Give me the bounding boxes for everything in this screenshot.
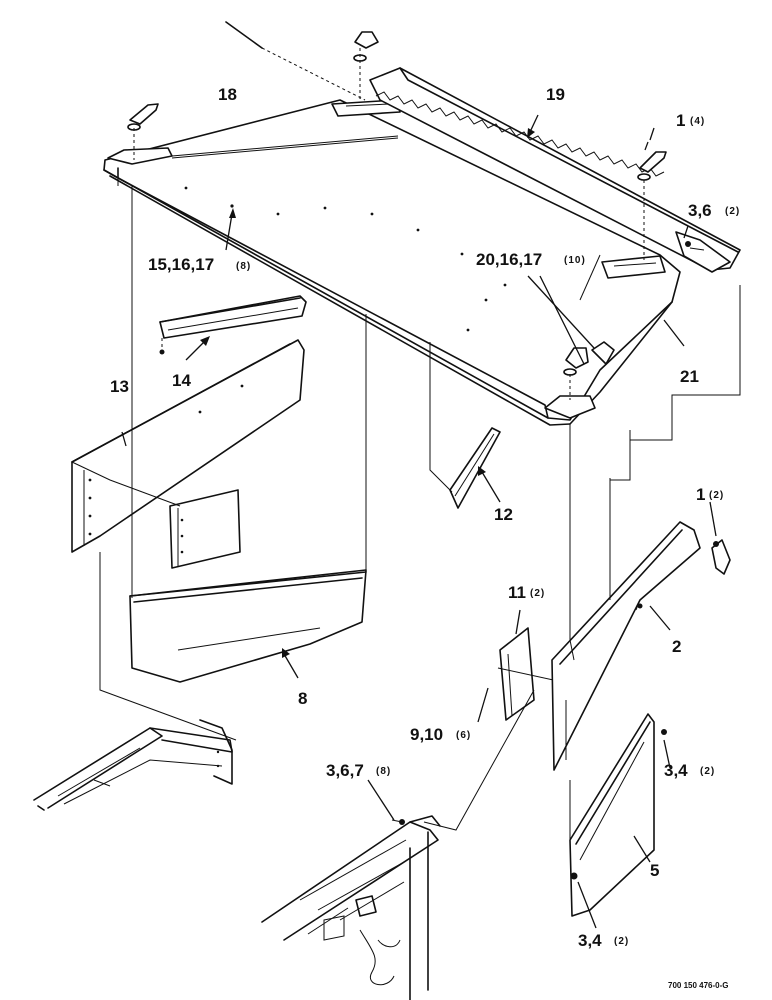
leader-lines: [121, 114, 717, 929]
callout-20-16-17-qty: (10): [564, 255, 586, 266]
lower-panel-8: [129, 569, 367, 683]
clip-1-right: [711, 539, 731, 575]
callout-9-10: 9,10: [410, 725, 443, 744]
callout-3-4-a: 3,4: [664, 761, 688, 780]
callout-2: 2: [672, 637, 681, 656]
callout-5: 5: [650, 861, 659, 880]
callout-11: 11: [508, 583, 526, 602]
side-panel-13: [71, 339, 305, 553]
callout-21: 21: [680, 367, 699, 386]
clip-1-top-center: [353, 31, 379, 100]
callout-8: 8: [298, 689, 307, 708]
callout-3-4-b-qty: (2): [614, 936, 629, 947]
frame-left: [33, 719, 233, 811]
callout-9-10-qty: (6): [456, 730, 471, 741]
callout-13: 13: [110, 377, 129, 396]
bracket-12: [449, 427, 501, 509]
callout-11-qty: (2): [530, 588, 545, 599]
callout-3-6-7: 3,6,7: [326, 761, 364, 780]
callout-12: 12: [494, 505, 513, 524]
reference-lines: [71, 178, 741, 840]
callout-15-16-17: 15,16,17: [148, 255, 214, 274]
bracket-14: [159, 295, 307, 355]
callout-3-6: 3,6: [688, 201, 712, 220]
shaft-18: [225, 21, 263, 49]
serrated-strip-19: [369, 67, 741, 273]
callout-14: 14: [172, 371, 191, 390]
plate-13b: [169, 489, 241, 569]
clip-1-top-right: [637, 151, 667, 260]
frame-center: [261, 815, 441, 1000]
callout-3-4-b: 3,4: [578, 931, 602, 950]
callout-18: 18: [218, 85, 237, 104]
cover-20: [591, 341, 615, 365]
callout-20-16-17: 20,16,17: [476, 250, 542, 269]
side-panel-2: [551, 521, 701, 771]
callout-3-4-a-qty: (2): [700, 766, 715, 777]
plate-11: [499, 627, 535, 721]
callout-19: 19: [546, 85, 565, 104]
callout-1-a-qty: (4): [690, 116, 705, 127]
clip-1-front: [563, 347, 589, 400]
callout-1-b-qty: (2): [709, 490, 724, 501]
callout-labels: 18 19 1 (4) 3,6 (2) 15,16,17 (8) 20,16,1…: [110, 85, 740, 990]
side-panel-5: [569, 713, 667, 917]
callout-1-b: 1: [696, 485, 705, 504]
panel-holes: [184, 186, 507, 332]
callout-15-16-17-qty: (8): [236, 261, 251, 272]
drawing-reference-number: 700 150 476-0-G: [668, 981, 729, 990]
callout-3-6-7-qty: (8): [376, 766, 391, 777]
callout-3-6-qty: (2): [725, 206, 740, 217]
clip-1-top-left: [127, 103, 159, 160]
callout-1-a: 1: [676, 111, 685, 130]
hood-panel-21: [103, 99, 681, 426]
